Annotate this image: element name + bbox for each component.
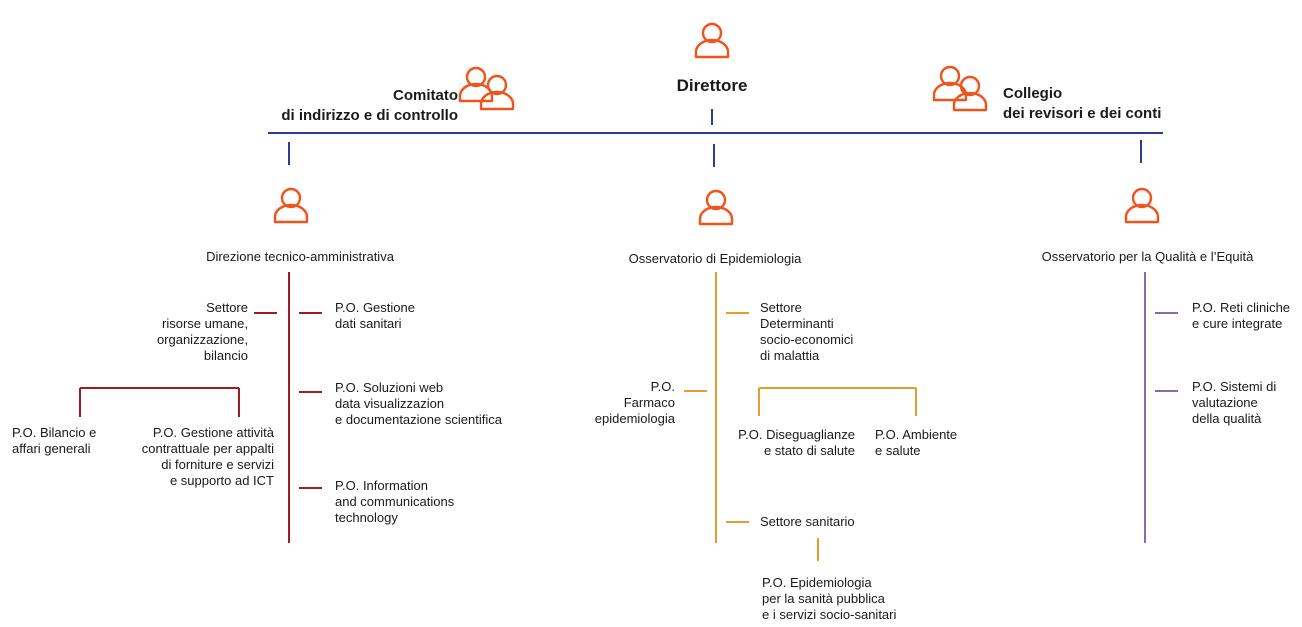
admin-settore-node: Settore risorse umane, organizzazione, b… [156, 300, 248, 363]
quality-person-icon [1124, 187, 1160, 224]
epi-po-ambiente-node: P.O. Ambiente e salute [875, 427, 958, 458]
epi-connectors [684, 272, 917, 561]
admin-person-icon [273, 187, 309, 224]
admin-connectors [79, 272, 322, 543]
admin-po-bilancio-node: P.O. Bilancio e affari generali [12, 425, 97, 456]
epi-person-icon [698, 189, 734, 226]
epi-po-farmaco-node: P.O. Farmaco epidemiologia [594, 379, 675, 426]
quality-connectors [1144, 272, 1178, 543]
admin-po-contratti-node: P.O. Gestione attività contrattuale per … [141, 425, 274, 488]
director-person-icon [694, 22, 730, 59]
committee-label: Comitato di indirizzo e di controllo [281, 87, 458, 124]
quality-po-reti-node: P.O. Reti cliniche e cure integrate [1192, 300, 1291, 331]
admin-po-dati-node: P.O. Gestione dati sanitari [335, 300, 415, 331]
quality-po-sistemi-node: P.O. Sistemi di valutazione della qualit… [1192, 379, 1277, 426]
epi-settore-sanitario-node: Settore sanitario [760, 514, 855, 529]
admin-po-web-node: P.O. Soluzioni web data visualizzazion e… [335, 380, 502, 427]
epi-po-diseguaglianze-node: P.O. Diseguaglianze e stato di salute [738, 427, 855, 458]
admin-po-ict-node: P.O. Information and communications tech… [335, 478, 455, 525]
quality-unit-title: Osservatorio per la Qualità e l’Equità [1041, 249, 1254, 264]
director-label: Direttore [676, 76, 748, 95]
epi-unit-title: Osservatorio di Epidemiologia [628, 251, 802, 266]
board-group-icon [932, 65, 988, 112]
committee-group-icon [458, 66, 515, 111]
epi-po-sanita-pubblica-node: P.O. Epidemiologia per la sanità pubblic… [762, 575, 897, 622]
board-label: Collegio dei revisori e dei conti [1003, 85, 1162, 122]
top-connectors [268, 109, 1163, 167]
epi-settore-determinanti-node: Settore Determinanti socio-economici di … [760, 300, 854, 363]
admin-unit-title: Direzione tecnico-amministrativa [206, 249, 394, 264]
